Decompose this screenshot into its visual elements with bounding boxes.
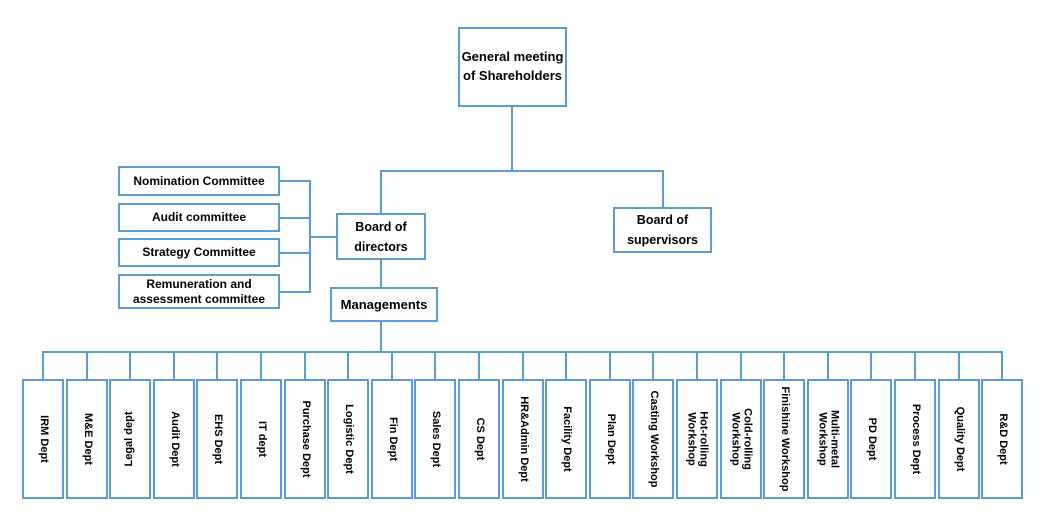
node-managements[interactable]: Managements [330,287,438,322]
connector-department-drop [652,351,654,379]
department-label: M&E Dept [81,413,94,465]
department-box[interactable]: Casting Workshop [632,379,674,499]
department-box[interactable]: Purchase Dept [284,379,326,499]
node-label: Strategy Committee [142,245,256,259]
department-label: IRM Dept [37,415,50,463]
department-box[interactable]: PD Dept [850,379,892,499]
connector-department-drop [86,351,88,379]
node-committee-remuneration-assessment[interactable]: Remuneration and assessment committee [118,274,280,309]
department-label: Multi-metal Workshop [817,409,841,469]
connector-department-drop [914,351,916,379]
node-board-of-supervisors[interactable]: Board of supervisors [613,207,712,253]
node-label: Board of directors [354,219,408,254]
department-box[interactable]: R&D Dept [981,379,1023,499]
department-label: Quality Dept [953,406,966,472]
connector-department-drop [522,351,524,379]
department-label: Facility Dept [560,406,573,472]
connector-department-drop [434,351,436,379]
connector-board-to-managements [380,260,382,288]
department-box[interactable]: Plan Dept [589,379,631,499]
connector-department-drop [42,351,44,379]
department-label: Finishine Workshop [778,386,791,492]
department-box[interactable]: Fin Dept [371,379,413,499]
node-committee-strategy[interactable]: Strategy Committee [118,238,280,267]
node-general-meeting-of-shareholders[interactable]: General meeting of Shareholders [458,27,567,107]
department-box[interactable]: Hot-rolling Workshop [676,379,718,499]
department-label: EHS Dept [211,413,224,465]
department-box[interactable]: Sales Dept [414,379,456,499]
department-label: CS Dept [473,417,486,461]
department-label: PD Dept [865,417,878,461]
department-label: R&D Dept [996,413,1009,465]
connector-department-drop [827,351,829,379]
department-label: Process Dept [909,403,922,475]
connector-department-drop [478,351,480,379]
connector-department-drop [783,351,785,379]
department-box[interactable]: IRM Dept [22,379,64,499]
department-label: Sales Dept [429,410,442,468]
node-label: Board of supervisors [627,213,698,247]
node-board-of-directors[interactable]: Board of directors [336,213,426,260]
connector-department-drop [958,351,960,379]
connector-department-drop [565,351,567,379]
department-label: Audit Dept [168,411,181,467]
connector-department-drop [870,351,872,379]
department-label: IT dept [255,420,268,458]
connector-department-drop [129,351,131,379]
connector-department-drop [696,351,698,379]
connector-department-drop [609,351,611,379]
department-label: Fin Dept [386,417,399,461]
connector-to-board-supervisors [662,170,664,208]
node-committee-nomination[interactable]: Nomination Committee [118,166,280,196]
department-label: Casting Workshop [647,390,660,488]
connector-department-drop [216,351,218,379]
connector-managements-to-bus [380,322,382,352]
department-box[interactable]: Facility Dept [545,379,587,499]
connector-shareholders-down [511,107,513,171]
department-box[interactable]: CS Dept [458,379,500,499]
connector-department-bus [42,351,1001,353]
department-box[interactable]: Logistic Dept [327,379,369,499]
connector-department-drop [1001,351,1003,379]
node-label: Audit committee [151,210,246,224]
node-committee-audit[interactable]: Audit committee [118,203,280,232]
department-box[interactable]: IT dept [240,379,282,499]
connector-department-drop [173,351,175,379]
connector-spine-to-board [309,236,338,238]
department-box[interactable]: Quality Dept [938,379,980,499]
node-label: Managements [340,297,428,312]
node-label: Nomination Committee [133,173,265,188]
department-box[interactable]: Legal dept [109,379,151,499]
department-label: Hot-rolling Workshop [686,411,710,467]
department-label: Purchase Dept [299,400,312,478]
department-box[interactable]: Audit Dept [153,379,195,499]
department-label: Plan Dept [604,413,617,465]
department-box[interactable]: EHS Dept [196,379,238,499]
connector-committee-2 [280,217,311,219]
connector-committee-1 [280,180,311,182]
node-label: General meeting of Shareholders [461,49,564,83]
connector-department-drop [347,351,349,379]
department-box[interactable]: Multi-metal Workshop [807,379,849,499]
department-box[interactable]: Process Dept [894,379,936,499]
connector-department-drop [740,351,742,379]
connector-committee-4 [280,291,311,293]
department-box[interactable]: HR&Admin Dept [502,379,544,499]
department-label: Logistic Dept [342,404,355,474]
department-box[interactable]: Finishine Workshop [763,379,805,499]
connector-to-board-directors [380,170,382,214]
department-box[interactable]: Cold-rolling Workshop [720,379,762,499]
connector-department-drop [304,351,306,379]
department-label: HR&Admin Dept [517,396,530,482]
connector-committee-3 [280,252,311,254]
department-box[interactable]: M&E Dept [66,379,108,499]
connector-department-drop [391,351,393,379]
connector-split-bar [380,170,664,172]
node-label: Remuneration and assessment committee [132,276,266,306]
connector-department-drop [260,351,262,379]
department-label: Legal dept [123,411,136,467]
department-label: Cold-rolling Workshop [730,408,754,470]
